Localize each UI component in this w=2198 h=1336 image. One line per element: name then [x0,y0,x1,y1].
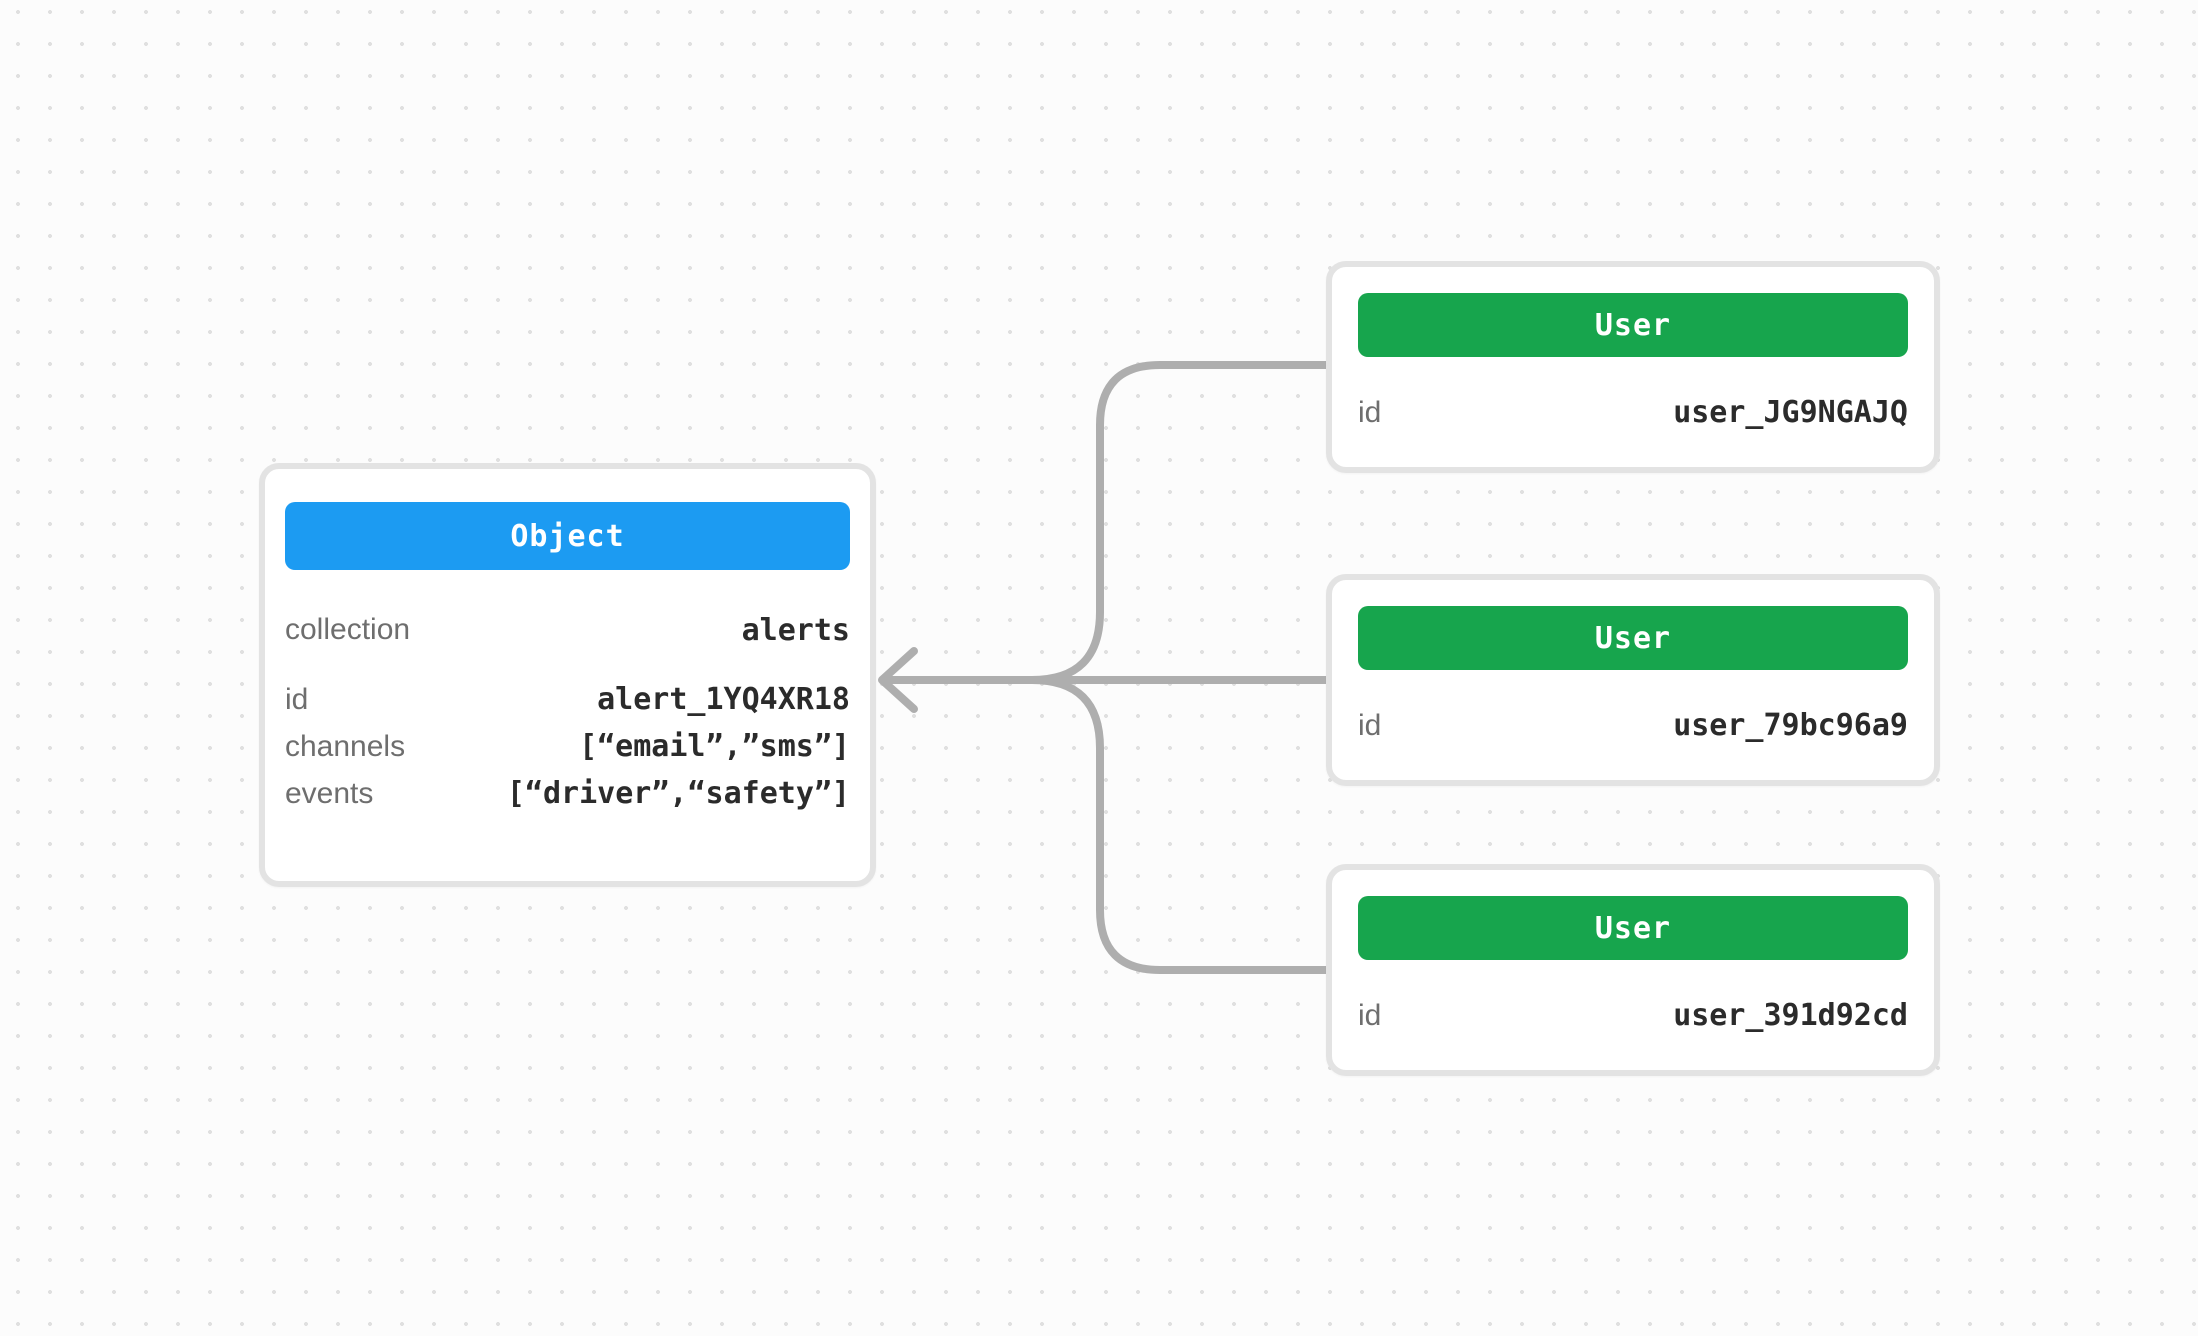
field-label: collection [285,613,411,646]
object-field-group: id alert_1YQ4XR18 channels [“email”,”sms… [285,676,850,817]
user-node-1[interactable]: User id user_JG9NGAJQ [1326,261,1940,473]
field-label: id [1358,708,1382,742]
object-node-header: Object [285,502,850,570]
user-node-title: User [1594,620,1672,656]
user-node-title: User [1594,307,1672,343]
user-node-header: User [1358,293,1908,357]
user-node-3[interactable]: User id user_391d92cd [1326,864,1940,1076]
field-value: user_79bc96a9 [1673,708,1908,743]
field-label: id [1358,395,1382,429]
edge-user3-to-object [1028,676,1334,974]
field-value: [“driver”,“safety”] [506,776,850,811]
arrowhead-icon [878,647,918,713]
user-node-header: User [1358,606,1908,670]
user-node-2[interactable]: User id user_79bc96a9 [1326,574,1940,786]
field-value: [“email”,”sms”] [579,729,850,764]
user-field-id: id user_79bc96a9 [1358,702,1908,749]
object-node-title: Object [510,518,625,554]
object-field-events: events [“driver”,“safety”] [285,770,850,817]
field-value: alerts [741,612,850,648]
field-value: user_391d92cd [1673,998,1908,1033]
object-field-id: id alert_1YQ4XR18 [285,676,850,723]
user-node-title: User [1594,910,1672,946]
field-label: id [285,682,309,716]
field-value: alert_1YQ4XR18 [597,682,850,717]
edge-user1-to-object [1028,361,1334,684]
user-field-id: id user_391d92cd [1358,992,1908,1039]
field-value: user_JG9NGAJQ [1673,395,1908,430]
object-field-channels: channels [“email”,”sms”] [285,723,850,770]
field-label: events [285,776,374,810]
field-label: id [1358,998,1382,1032]
user-node-header: User [1358,896,1908,960]
object-node[interactable]: Object collection alerts id alert_1YQ4XR… [259,463,876,887]
field-label: channels [285,729,406,763]
object-field-collection: collection alerts [285,610,850,650]
user-field-id: id user_JG9NGAJQ [1358,389,1908,436]
